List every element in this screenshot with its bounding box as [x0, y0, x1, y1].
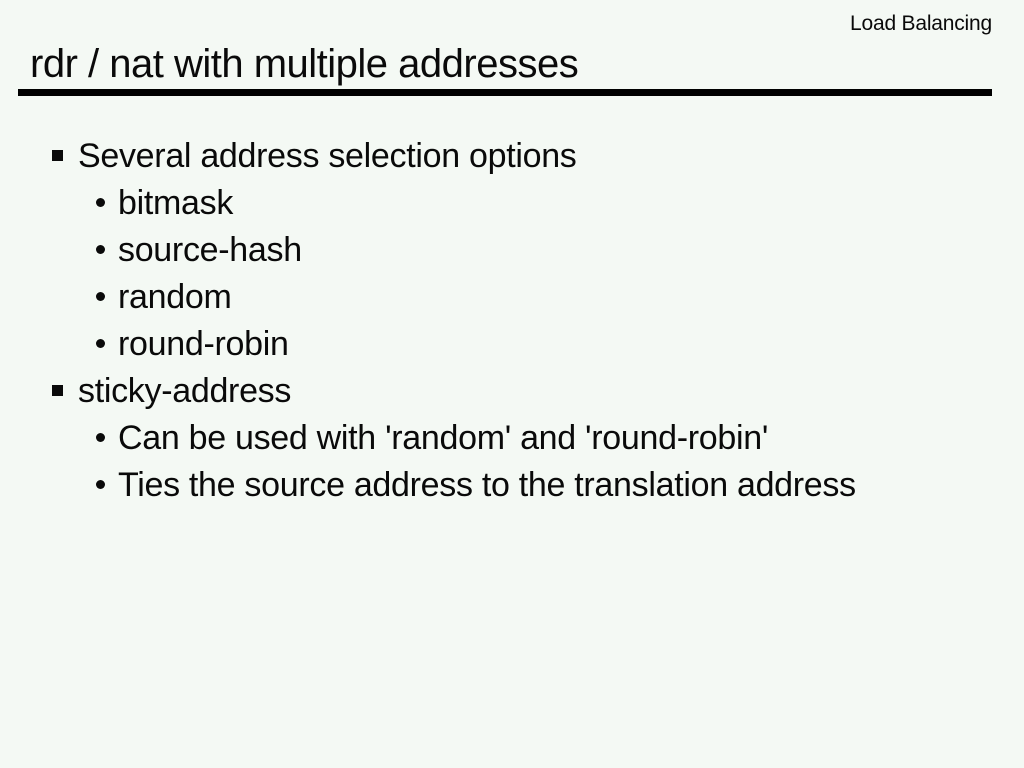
bullet-list: Several address selection options bitmas…	[0, 132, 1024, 508]
list-item-text: Several address selection options	[78, 136, 577, 175]
list-item: Several address selection options	[0, 132, 1024, 179]
list-item: source-hash	[0, 226, 1024, 273]
list-item: round-robin	[0, 320, 1024, 367]
list-item-text: sticky-address	[78, 371, 292, 410]
circle-bullet-icon	[96, 480, 105, 489]
circle-bullet-icon	[96, 198, 105, 207]
circle-bullet-icon	[96, 339, 105, 348]
list-item-text: round-robin	[118, 324, 289, 363]
context-label: Load Balancing	[850, 12, 992, 35]
list-item-text: random	[118, 277, 232, 316]
square-bullet-icon	[52, 150, 63, 161]
page-title: rdr / nat with multiple addresses	[30, 42, 579, 86]
list-item: random	[0, 273, 1024, 320]
list-item-text: Ties the source address to the translati…	[118, 465, 856, 504]
list-item: Can be used with 'random' and 'round-rob…	[0, 414, 1024, 461]
list-item: bitmask	[0, 179, 1024, 226]
square-bullet-icon	[52, 385, 63, 396]
list-item-text: source-hash	[118, 230, 302, 269]
list-item-text: bitmask	[118, 183, 234, 222]
list-item-text: Can be used with 'random' and 'round-rob…	[118, 418, 769, 457]
circle-bullet-icon	[96, 245, 105, 254]
title-divider-rule	[18, 89, 992, 96]
list-item: Ties the source address to the translati…	[0, 461, 1024, 508]
list-item: sticky-address	[0, 367, 1024, 414]
circle-bullet-icon	[96, 433, 105, 442]
circle-bullet-icon	[96, 292, 105, 301]
